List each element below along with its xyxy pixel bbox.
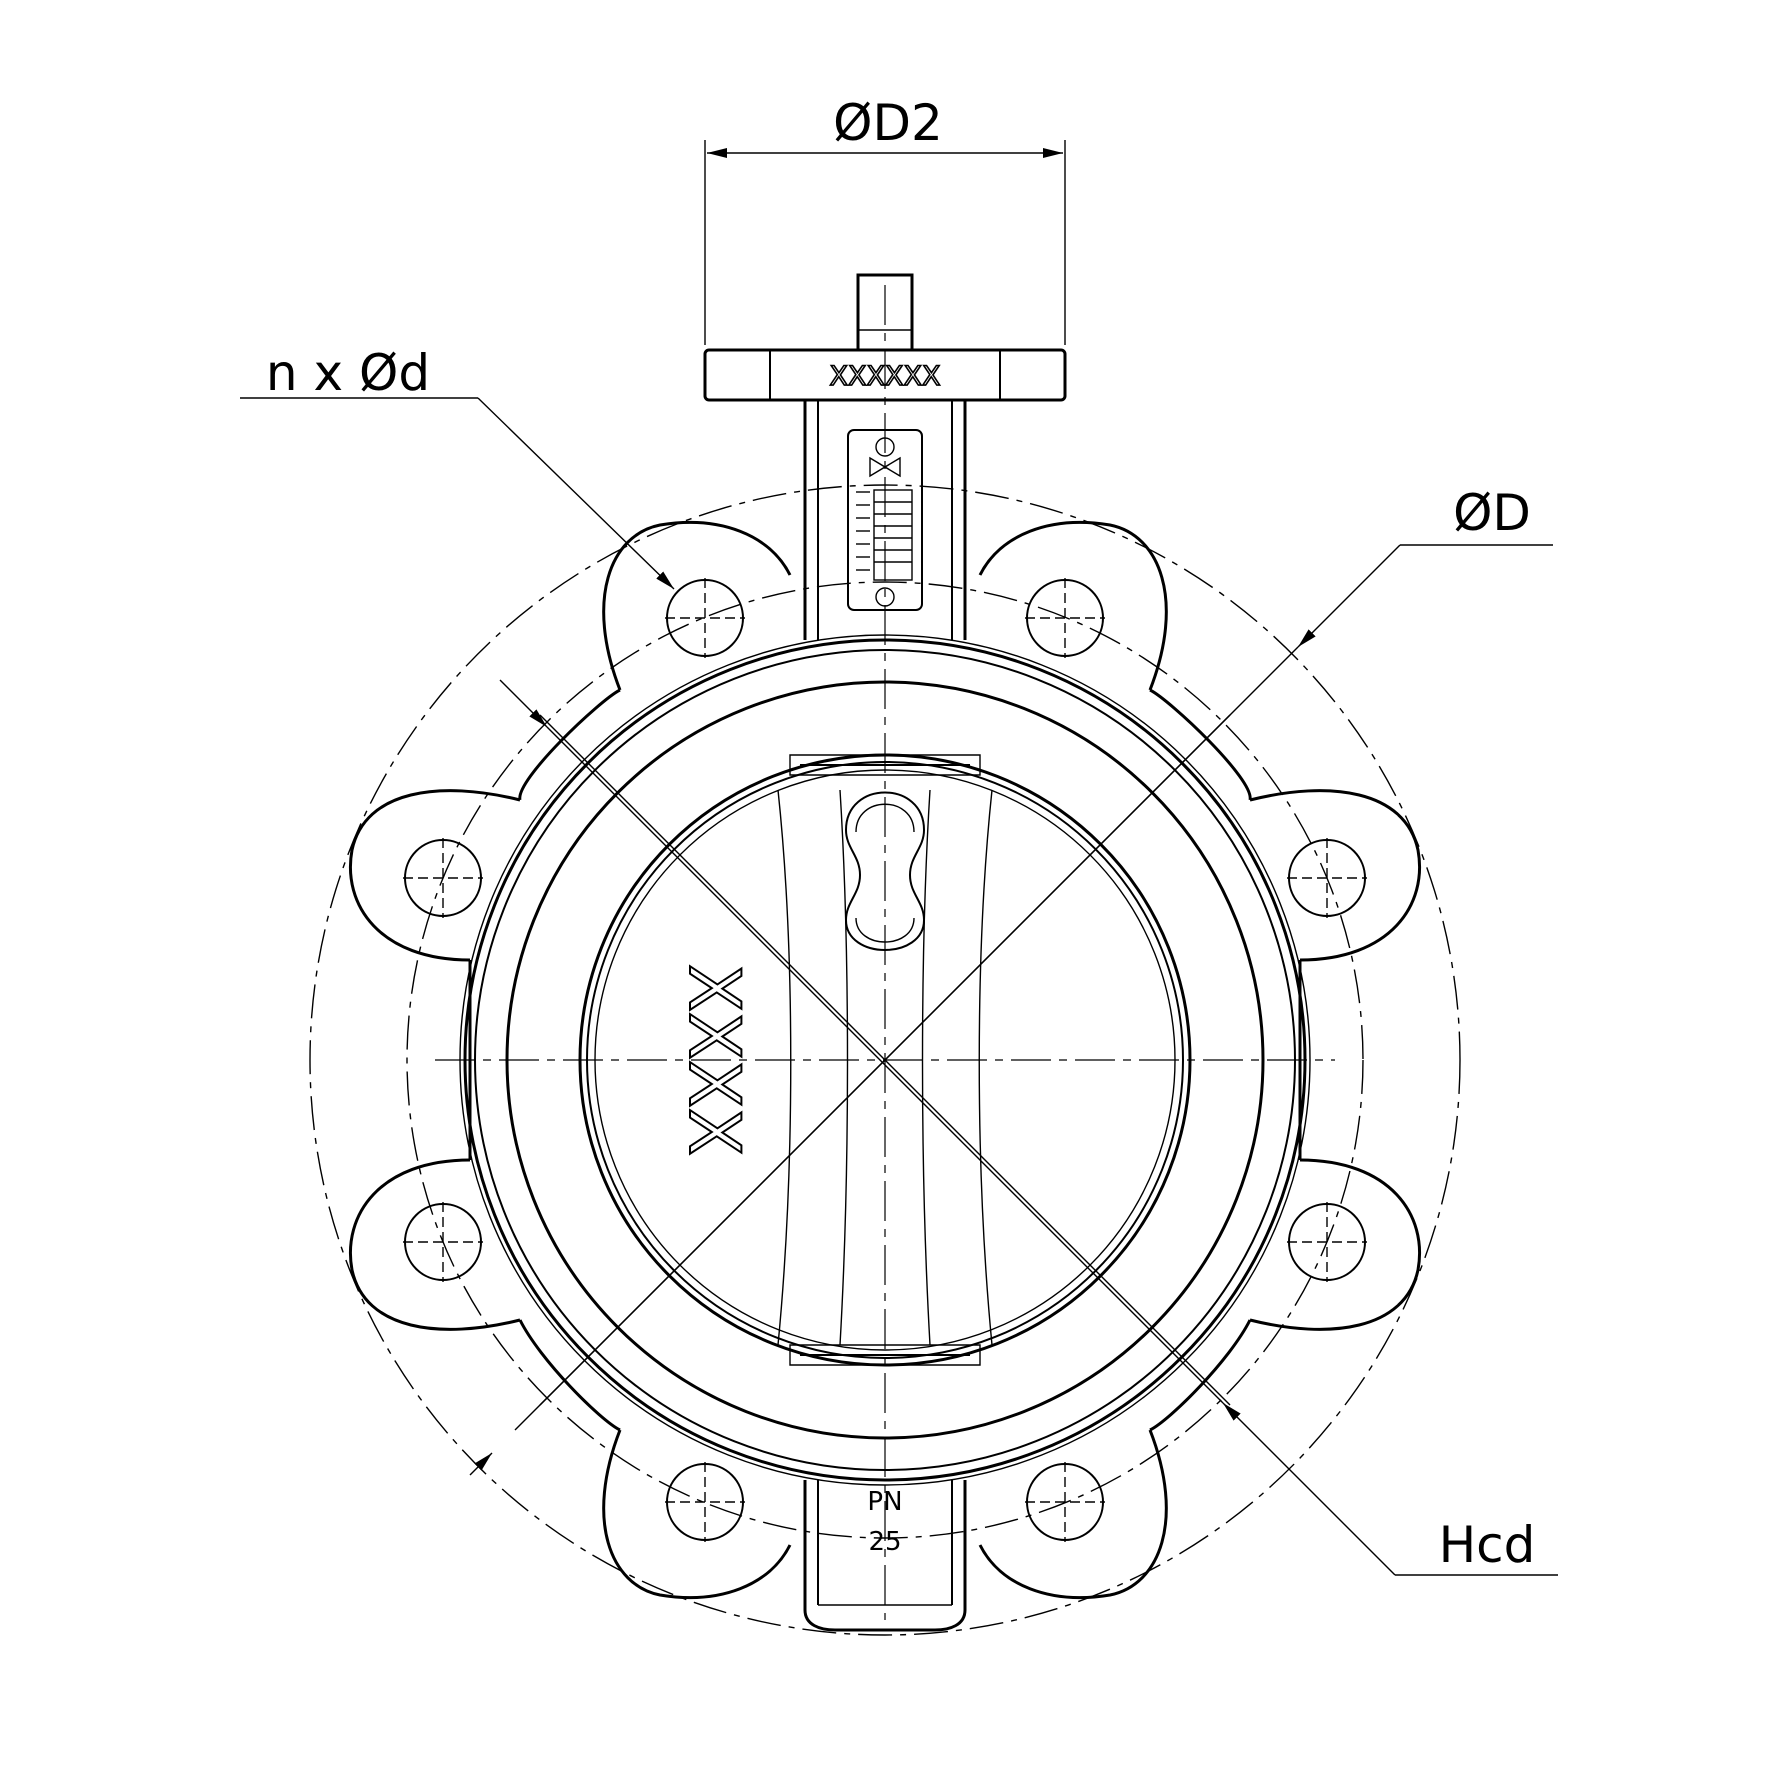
dimension-hole-circle bbox=[499, 679, 1558, 1576]
dimension-d2-label: ØD2 bbox=[833, 94, 943, 152]
bolt-holes bbox=[403, 578, 1367, 1542]
dimension-bolt-holes bbox=[240, 397, 675, 590]
dimension-hole-circle-label: Hcd bbox=[1439, 1516, 1536, 1574]
neck bbox=[703, 273, 1067, 1632]
body-side-marking: XXXX bbox=[673, 964, 755, 1156]
pressure-marking-line1: PN bbox=[867, 1487, 902, 1517]
dimension-bolt-holes-label: n x Ød bbox=[266, 344, 430, 402]
dimension-d2 bbox=[704, 140, 1066, 345]
pressure-marking-line2: 25 bbox=[868, 1527, 901, 1557]
top-plate-marking: XXXXXX bbox=[830, 361, 941, 392]
dimension-outer-diameter bbox=[469, 544, 1553, 1476]
disc bbox=[777, 754, 993, 1366]
dimension-outer-diameter-label: ØD bbox=[1453, 484, 1531, 542]
